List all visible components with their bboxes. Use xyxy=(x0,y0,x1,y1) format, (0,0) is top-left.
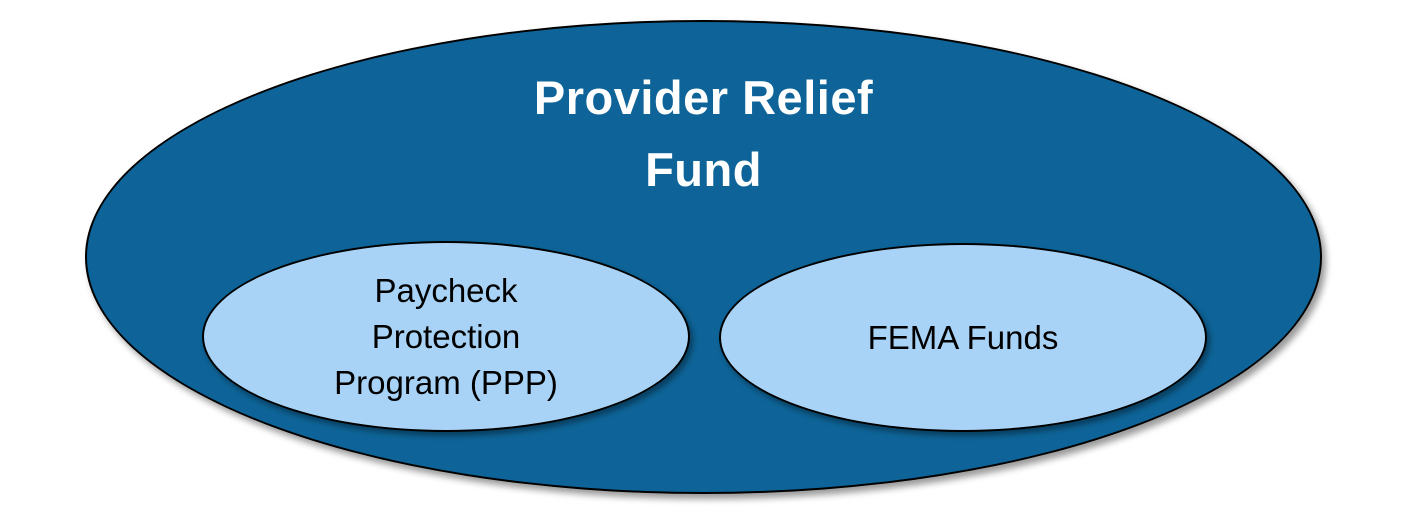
inner-ellipse-ppp: Paycheck Protection Program (PPP) xyxy=(202,241,690,432)
outer-ellipse-label-text: Provider Relief Fund xyxy=(533,71,874,196)
outer-ellipse-provider-relief-fund: Provider Relief Fund Paycheck Protection… xyxy=(85,20,1322,494)
inner-ellipse-ppp-label: Paycheck Protection Program (PPP) xyxy=(334,271,558,401)
outer-ellipse-label: Provider Relief Fund xyxy=(87,62,1320,206)
inner-ellipse-fema-label: FEMA Funds xyxy=(867,318,1059,356)
inner-ellipse-fema: FEMA Funds xyxy=(719,243,1207,432)
